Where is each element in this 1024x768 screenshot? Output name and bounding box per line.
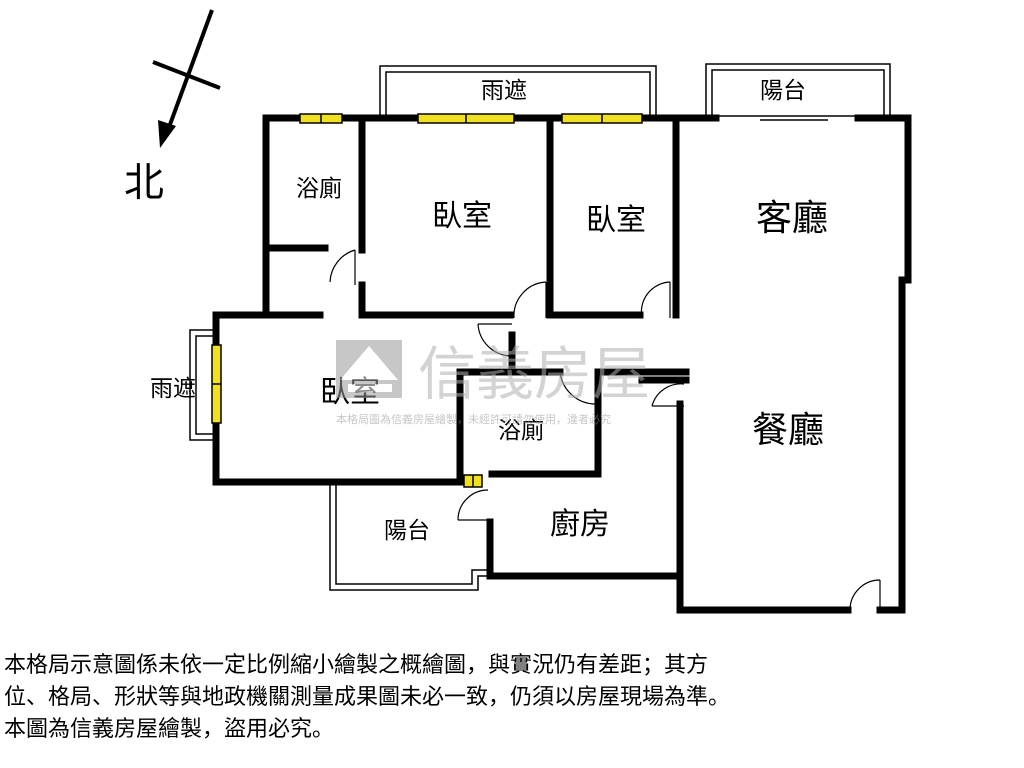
label-bathroom-2: 浴廁	[498, 418, 544, 444]
watermark-logo	[336, 340, 402, 398]
disclaimer-line-1: 本格局示意圖係未依一定比例縮小繪製之概繪圖，與實況仍有差距；其方	[4, 653, 709, 678]
compass-arrowhead	[158, 120, 176, 148]
canopy-left-outline	[189, 329, 216, 441]
canopy-top-outline	[379, 65, 657, 118]
windows	[211, 113, 643, 488]
door-bath-2	[559, 371, 597, 405]
label-kitchen: 廚房	[550, 507, 610, 542]
balcony-top-outline	[705, 63, 891, 121]
label-balcony-bottom: 陽台	[384, 518, 430, 544]
door-bedroom-3	[477, 323, 512, 357]
floor-plan: 北	[124, 9, 912, 614]
compass-crossbar	[152, 60, 221, 90]
compass-needle	[166, 9, 214, 131]
door-balcony	[457, 489, 489, 521]
label-bedroom-2: 臥室	[586, 203, 646, 238]
door-dining	[651, 383, 685, 407]
watermark-note: 本格局圖為信義房屋繪製，未經許可請勿使用，違者必究	[336, 412, 611, 426]
label-canopy-top: 雨遮	[481, 78, 527, 104]
balcony-bottom-outline	[329, 484, 490, 591]
disclaimer: 本格局示意圖係未依一定比例縮小繪製之概繪圖，與實況仍有差距；其方 位、格局、形狀…	[4, 650, 1022, 746]
door-bath-1	[329, 249, 356, 285]
disclaimer-line-2: 位、格局、形狀等與地政機關測量成果圖未必一致，仍須以房屋現場為準。	[4, 685, 731, 710]
north-label: 北	[124, 160, 164, 206]
label-balcony-top: 陽台	[760, 78, 806, 104]
label-dining-room: 餐廳	[752, 410, 824, 451]
door-bedroom-1	[513, 281, 547, 319]
label-canopy-left: 雨遮	[150, 376, 196, 402]
door-entrance	[849, 579, 881, 611]
label-bedroom-1: 臥室	[432, 199, 492, 234]
doors	[329, 249, 881, 611]
door-bedroom-2	[640, 281, 671, 319]
watermark-brand: 信義房屋	[418, 340, 650, 408]
watermark: 信義房屋 本格局圖為信義房屋繪製，未經許可請勿使用，違者必究	[336, 340, 650, 426]
disclaimer-line-3: 本圖為信義房屋繪製，盜用必究。	[4, 717, 335, 742]
compass: 北	[124, 9, 221, 206]
label-bathroom-1: 浴廁	[296, 176, 342, 202]
label-living-room: 客廳	[756, 198, 828, 239]
